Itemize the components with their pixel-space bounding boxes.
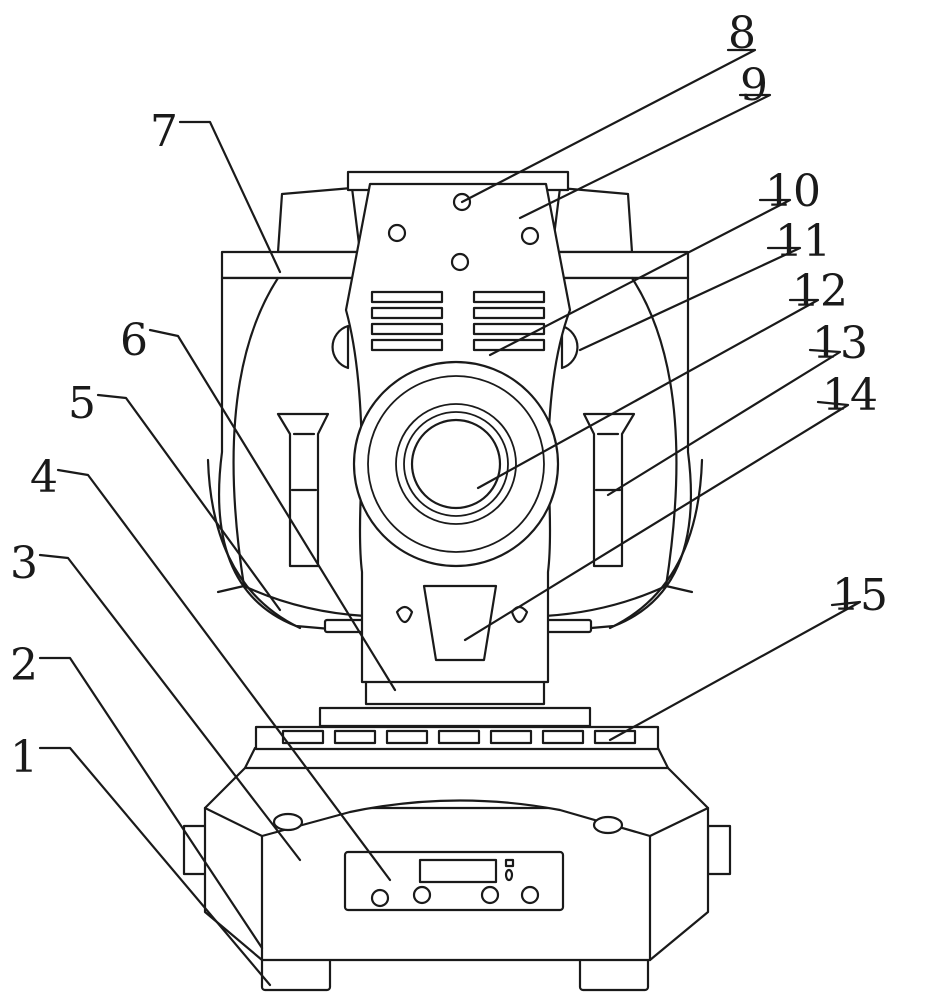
label-12: 12 xyxy=(792,266,848,317)
screw-right xyxy=(520,226,540,246)
yoke-top-left xyxy=(276,186,362,254)
label-10: 10 xyxy=(765,166,821,217)
callout-labels: 1 2 3 4 5 6 7 8 9 10 11 12 13 14 15 xyxy=(10,8,888,783)
plate-slot xyxy=(385,729,429,745)
plate-slot xyxy=(541,729,585,745)
plate-slot xyxy=(281,729,325,745)
plate-slot xyxy=(489,729,533,745)
base-unit xyxy=(182,746,732,992)
label-15: 15 xyxy=(832,570,888,621)
pivot-disc-right xyxy=(560,324,579,370)
label-7: 7 xyxy=(150,106,178,157)
left-foot xyxy=(260,956,332,992)
screw-left xyxy=(387,223,407,243)
label-3: 3 xyxy=(10,538,38,589)
label-14: 14 xyxy=(822,370,878,421)
label-13: 13 xyxy=(812,318,868,369)
plate-slot xyxy=(333,729,377,745)
yoke-top-right xyxy=(550,186,634,254)
label-1: 1 xyxy=(10,732,38,783)
label-8: 8 xyxy=(728,8,756,59)
indicator-led xyxy=(504,858,515,868)
plate-slot xyxy=(437,729,481,745)
label-6: 6 xyxy=(120,315,148,366)
label-2: 2 xyxy=(10,640,38,691)
indicator-led-2 xyxy=(504,868,514,882)
lens-ring-3 xyxy=(395,403,517,525)
label-5: 5 xyxy=(68,378,96,429)
rotation-plate xyxy=(254,706,660,751)
control-knob-4 xyxy=(520,885,540,905)
leader-lines xyxy=(38,48,862,987)
plate-top-ring xyxy=(318,706,592,728)
pivot-disc-left xyxy=(331,324,350,370)
right-handle xyxy=(706,824,732,876)
right-foot xyxy=(578,956,650,992)
trapezoid-window xyxy=(422,584,498,662)
lens-ring-4 xyxy=(403,411,509,517)
moving-head xyxy=(344,170,572,706)
lens-ring-2 xyxy=(367,375,545,553)
control-knob-1 xyxy=(370,888,390,908)
control-knob-3 xyxy=(480,885,500,905)
lens-core xyxy=(410,418,502,510)
display-screen xyxy=(418,858,498,884)
base-vent-left xyxy=(272,812,304,832)
base-vent-right xyxy=(592,815,624,835)
label-9: 9 xyxy=(740,60,768,111)
label-11: 11 xyxy=(775,216,831,267)
control-knob-2 xyxy=(412,885,432,905)
screw-mid xyxy=(450,252,470,272)
screw-lower-left xyxy=(395,605,414,624)
label-4: 4 xyxy=(30,452,58,503)
latch-right xyxy=(543,618,593,634)
